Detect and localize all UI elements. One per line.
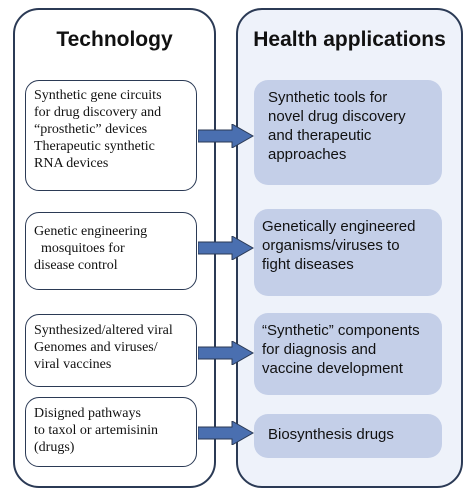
health-item-synthetic-components: “Synthetic” components for diagnosis and… <box>254 313 442 395</box>
tech-item-viral-genomes: Synthesized/altered viral Genomes and vi… <box>25 314 197 387</box>
tech-item-line: to taxol or artemisinin <box>34 423 159 438</box>
health-item-line: novel drug discovery <box>268 108 406 125</box>
tech-item-line: for drug discovery and <box>34 105 162 120</box>
health-item-line: “Synthetic” components <box>262 322 420 339</box>
tech-item-line: Synthesized/altered viral <box>34 323 173 338</box>
health-applications-title: Health applications <box>253 28 446 51</box>
tech-item-line: Disigned pathways <box>34 406 141 421</box>
health-item-engineered-organisms: Genetically engineered organisms/viruses… <box>254 209 442 296</box>
right-arrow-icon <box>198 341 254 365</box>
health-item-line: Genetically engineered <box>262 218 416 235</box>
health-item-line: approaches <box>268 146 347 163</box>
health-item-line: Biosynthesis drugs <box>268 426 394 443</box>
tech-item-line: Therapeutic synthetic <box>34 139 155 154</box>
tech-item-line: Synthetic gene circuits <box>34 88 162 103</box>
tech-item-gene-circuits: Synthetic gene circuits for drug discove… <box>25 80 197 191</box>
tech-item-line: “prosthetic” devices <box>34 122 148 137</box>
health-item-line: fight diseases <box>262 256 354 273</box>
right-arrow-icon <box>198 124 254 148</box>
tech-item-mosquitoes: Genetic engineering mosquitoes for disea… <box>25 212 197 290</box>
health-item-line: vaccine development <box>262 360 403 377</box>
right-arrow-icon <box>198 236 254 260</box>
tech-item-line: viral vaccines <box>34 357 112 372</box>
health-item-line: and therapeutic <box>268 127 372 144</box>
technology-title: Technology <box>56 28 173 51</box>
tech-item-line: disease control <box>34 258 118 273</box>
right-arrow-icon <box>198 421 254 445</box>
health-item-drug-discovery: Synthetic tools for novel drug discovery… <box>254 80 442 185</box>
health-item-line: Synthetic tools for <box>268 89 388 106</box>
tech-item-line: RNA devices <box>34 156 109 171</box>
health-item-biosynthesis-drugs: Biosynthesis drugs <box>254 414 442 458</box>
tech-item-line: (drugs) <box>34 440 75 455</box>
health-item-line: organisms/viruses to <box>262 237 400 254</box>
tech-item-line: Genomes and viruses/ <box>34 340 158 355</box>
tech-item-line: mosquitoes for <box>34 241 125 256</box>
tech-item-pathways: Disigned pathways to taxol or artemisini… <box>25 397 197 467</box>
tech-item-line: Genetic engineering <box>34 224 148 239</box>
health-item-line: for diagnosis and <box>262 341 377 358</box>
